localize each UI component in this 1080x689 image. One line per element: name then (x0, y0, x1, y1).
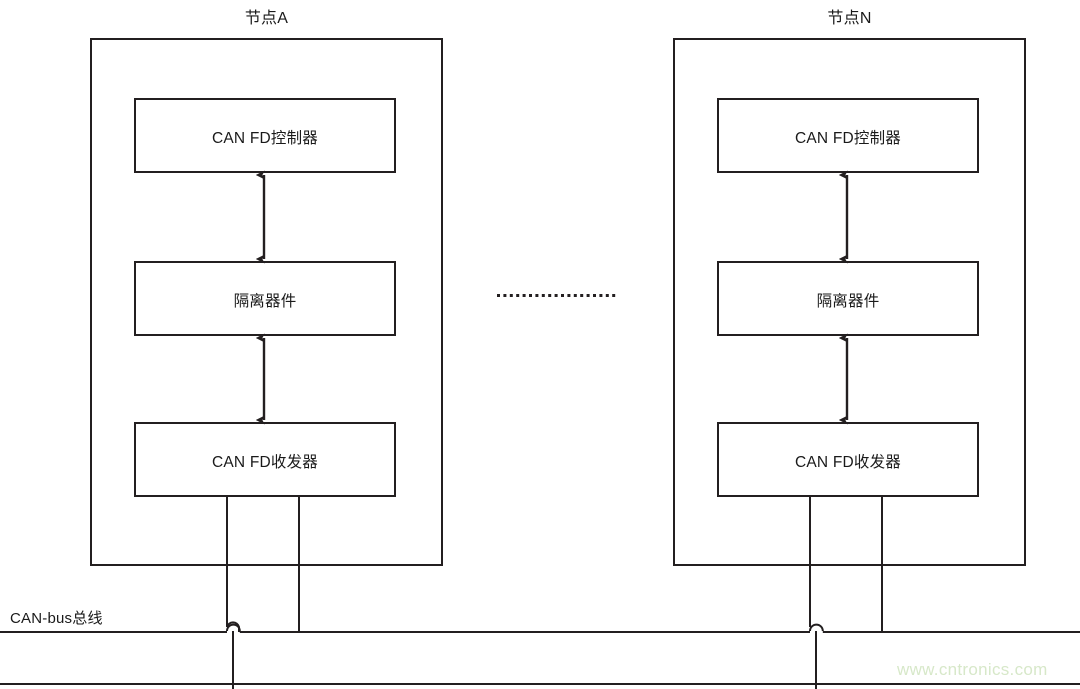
node-n-controller-label: CAN FD控制器 (795, 130, 901, 147)
node-a-isolator-box (134, 261, 396, 336)
node-a-controller-box (134, 98, 396, 173)
node-n-isolator-label: 隔离器件 (816, 293, 880, 310)
node-n-isolator-box (717, 261, 979, 336)
node-a-outer-box (90, 38, 443, 566)
node-a-title: 节点A (244, 10, 289, 27)
node-a-transceiver-label: CAN FD收发器 (212, 454, 318, 471)
can-bus-label: CAN-bus总线 (10, 610, 103, 627)
node-n-group (673, 38, 1026, 689)
node-n-title: 节点N (827, 10, 872, 27)
node-n-outer-box (673, 38, 1026, 566)
node-n-transceiver-label: CAN FD收发器 (795, 454, 901, 471)
node-a-controller-label: CAN FD控制器 (212, 130, 318, 147)
can-bus-lines-group (0, 631, 1080, 685)
node-a-isolator-label: 隔离器件 (233, 293, 297, 310)
node-n-wire-canl-hop (809, 623, 824, 632)
node-n-transceiver-box (717, 422, 979, 497)
ellipsis-dots-icon (497, 294, 616, 297)
site-watermark: www.cntronics.com (897, 660, 1048, 679)
node-a-group (90, 38, 443, 689)
node-n-controller-box (717, 98, 979, 173)
node-a-wire-canl-hop (226, 623, 241, 632)
node-a-transceiver-box (134, 422, 396, 497)
